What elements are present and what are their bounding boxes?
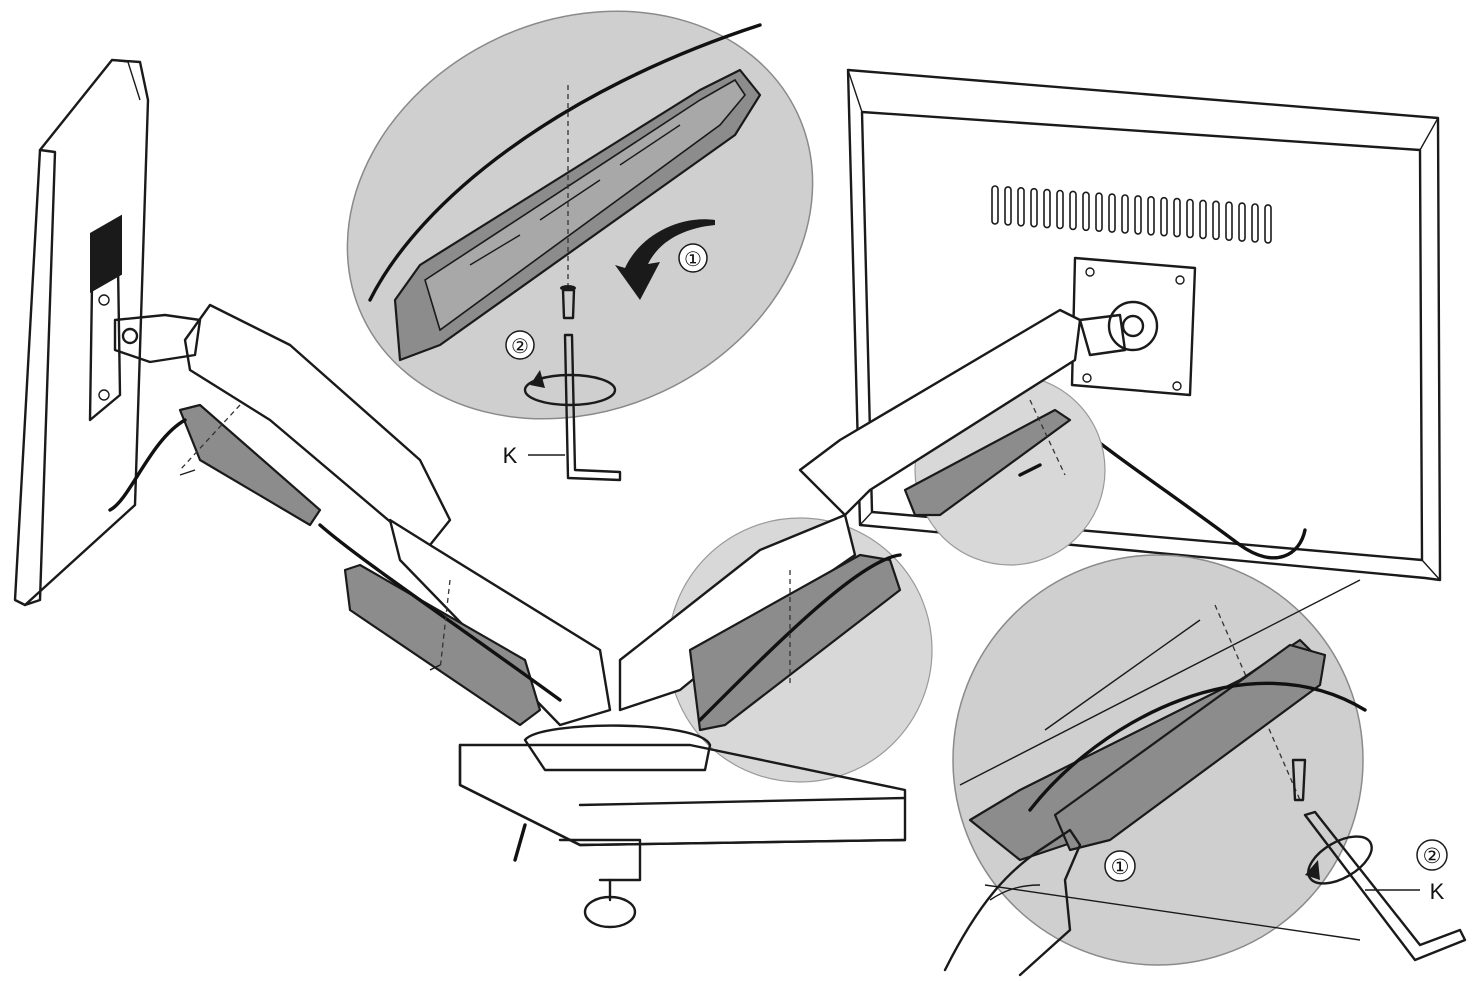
vent-slot (1082, 191, 1090, 232)
vent-slot (1238, 202, 1246, 242)
top-detail: ① ② K (368, 23, 762, 482)
vent-slot (1160, 196, 1168, 237)
bottom-tool-label: K (1430, 879, 1445, 904)
vent-slot (1199, 199, 1207, 240)
bottom-step1-marker: ① (1111, 856, 1130, 879)
vent-slot (1017, 187, 1025, 227)
turn-arrow-icon (523, 373, 617, 407)
vent-slot (1095, 192, 1103, 232)
vent-slot (1030, 187, 1038, 228)
vent-slot (1043, 188, 1051, 229)
vent-slot (1121, 194, 1129, 234)
clamp-knob (583, 895, 637, 929)
right-monitor (846, 68, 1442, 582)
top-step2-marker: ② (511, 336, 529, 358)
vent-slot (1056, 189, 1064, 230)
vent-slot (1225, 201, 1233, 241)
vent-slot (991, 185, 999, 225)
bottom-detail: K ① ② (943, 579, 1467, 977)
vent-slot (1186, 198, 1194, 239)
bottom-step2-marker: ② (1423, 845, 1442, 868)
vent-slots (991, 185, 1272, 244)
bottom-turn-arrow-icon (1307, 835, 1373, 885)
rotate-arrow-icon (615, 219, 715, 300)
vent-slot (1004, 186, 1012, 226)
left-vesa-plate (88, 263, 122, 422)
vent-slot (1108, 193, 1116, 233)
left-monitor (13, 58, 150, 607)
vent-slot (1264, 204, 1272, 244)
bottom-screw-icon (1291, 758, 1307, 802)
allen-key-icon (563, 333, 622, 482)
vent-slot (1173, 197, 1181, 238)
vent-slot (1212, 200, 1220, 241)
monitor-label-plate (90, 214, 122, 294)
vent-slot (1251, 203, 1259, 243)
hand-icon (943, 828, 1082, 977)
bottom-allen-key-icon (1303, 810, 1467, 962)
monitor-arm (108, 303, 1127, 929)
top-step1-marker: ① (684, 249, 702, 271)
vent-slot (1069, 190, 1077, 231)
left-tilt-joint (113, 313, 202, 364)
vent-slot (1134, 195, 1142, 235)
vent-slot (1147, 196, 1155, 236)
top-tool-label: K (503, 443, 518, 468)
